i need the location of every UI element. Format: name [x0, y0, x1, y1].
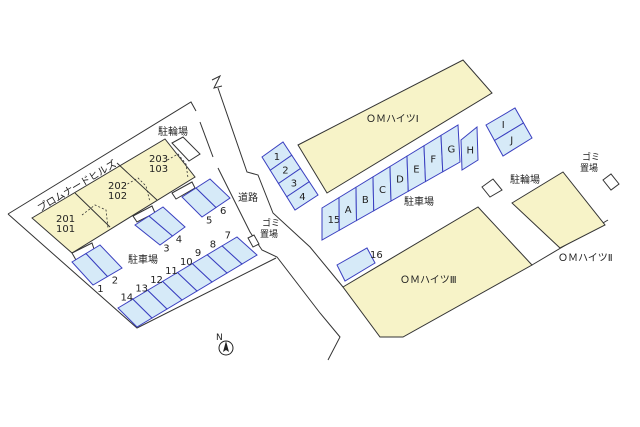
- entrance-step: [171, 181, 196, 200]
- bicycle-parking-label: 駐輪場: [158, 125, 188, 138]
- parking-spot-number: 11: [165, 266, 178, 277]
- bicycle-shed: [171, 136, 201, 162]
- road-label: 道路: [238, 191, 258, 204]
- garbage-label-2: 置場: [260, 228, 278, 240]
- garbage-box-right: [602, 173, 620, 191]
- parking-spot-number: 14: [120, 293, 133, 304]
- parking-spot-6: [195, 178, 231, 209]
- parking-spot-4: [148, 206, 186, 237]
- parking-label: 駐車場: [128, 253, 158, 266]
- parking-spot-number: I: [502, 120, 505, 131]
- parking-spot-number: 15: [328, 215, 341, 226]
- building-om-heights-1: [297, 59, 493, 194]
- parking-label-right: 駐車場: [404, 195, 434, 208]
- unit-lower: 102: [108, 191, 127, 202]
- parking-spot-r-16: [336, 247, 376, 282]
- unit-upper: 201: [56, 214, 75, 225]
- om-heights-3-label: ＯＭハイツⅢ: [400, 275, 457, 286]
- parking-spot-number: D: [396, 175, 404, 186]
- parking-spot-number: A: [345, 205, 352, 216]
- parking-spot-number: 3: [291, 179, 297, 190]
- parking-spot-number: 6: [220, 206, 226, 217]
- unit-201-101: 201 101: [56, 214, 75, 235]
- parking-spot-number: 12: [150, 275, 163, 286]
- unit-upper: 202: [108, 181, 127, 192]
- north-label: N: [216, 333, 223, 343]
- parking-spot-number: 13: [135, 284, 148, 295]
- parking-spot-number: 5: [206, 215, 212, 226]
- parking-spot-number: 1: [274, 152, 280, 163]
- parking-spot-number: 9: [195, 248, 201, 259]
- building-om-heights-3: [342, 206, 533, 338]
- parking-spot-number: 4: [176, 235, 182, 246]
- north-arrow-icon: N: [216, 333, 234, 356]
- garbage-label-1-right: ゴミ: [582, 151, 600, 163]
- parking-spot-number: 4: [299, 192, 305, 203]
- parking-spot-7: [221, 236, 258, 265]
- garbage-label-2-right: 置場: [580, 162, 598, 174]
- parking-spot-number: H: [467, 145, 475, 156]
- bicycle-shed-right: [481, 178, 503, 198]
- bicycle-parking-label-right: 駐輪場: [510, 173, 540, 186]
- parking-spot-r-4: [286, 181, 319, 211]
- parking-spot-number: 3: [163, 244, 169, 255]
- parking-spot-number: 7: [225, 230, 231, 241]
- parking-spot-number: F: [430, 155, 436, 166]
- garbage-label-1: ゴミ: [262, 217, 280, 229]
- unit-203-103: 203 103: [149, 154, 168, 175]
- building-om-heights-2: [511, 171, 606, 249]
- parking-spot-number: J: [509, 135, 513, 146]
- parking-spot-number: 2: [282, 165, 288, 176]
- parking-spot-r-J: [493, 122, 533, 157]
- garbage-box: [247, 234, 260, 248]
- parking-spot-number: G: [447, 145, 455, 156]
- om-heights-1-label: ＯＭハイツⅠ: [366, 114, 419, 125]
- parking-spot-number: E: [413, 165, 419, 176]
- parking-spot-number: B: [362, 195, 369, 206]
- unit-lower: 103: [149, 164, 168, 175]
- unit-202-102: 202 102: [108, 181, 127, 202]
- parking-spot-number: 16: [370, 250, 383, 261]
- road-lines: [7, 74, 609, 361]
- om-heights-2-label: ＯＭハイツⅡ: [558, 253, 613, 264]
- parking-spot-2: [85, 244, 123, 278]
- parking-spot-number: C: [379, 185, 386, 196]
- building-promenade-hills: [31, 138, 196, 254]
- parking-spot-r-H: [460, 125, 479, 171]
- parking-spot-number: 8: [210, 239, 216, 250]
- parking-spot-number: 2: [112, 275, 118, 286]
- parking-spot-number: 1: [97, 284, 103, 295]
- parking-spot-r-G: [440, 124, 461, 173]
- unit-lower: 101: [56, 224, 75, 235]
- parking-spot-number: 10: [180, 257, 193, 268]
- unit-upper: 203: [149, 154, 168, 165]
